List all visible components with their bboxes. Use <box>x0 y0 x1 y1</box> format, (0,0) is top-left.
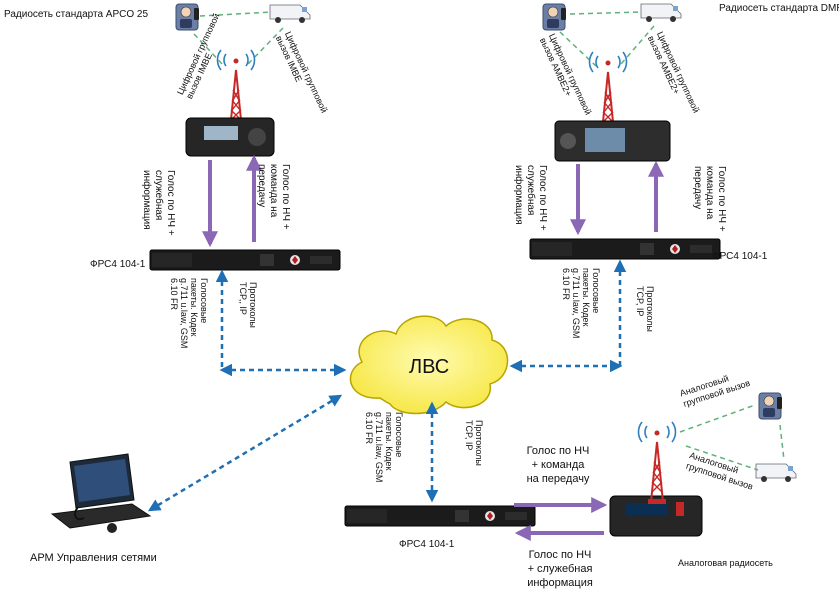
green-link <box>199 11 273 17</box>
dashed-link <box>147 394 343 512</box>
gateway-label-apco: ФРС4 104-1 <box>90 259 146 270</box>
apco-network <box>149 3 341 271</box>
laptop-icon <box>50 453 152 533</box>
gateway-icon <box>529 238 721 260</box>
analog-network-label: Аналоговая радиосеть <box>678 558 773 568</box>
dmr-network <box>529 3 721 260</box>
gateway-icon <box>344 505 536 527</box>
gateway-icon <box>149 249 341 271</box>
lan-label: ЛВС <box>409 356 450 378</box>
radio-device-icon <box>554 120 671 162</box>
radio-device-icon <box>185 117 275 157</box>
cloud-icon <box>349 315 509 415</box>
person-radio-icon <box>542 3 567 31</box>
apco-voice-down-label: Голос по НЧ + команда на передачу <box>256 164 291 230</box>
dmr-voice-down-label: Голос по НЧ + команда на передачу <box>692 166 727 232</box>
green-link <box>193 33 225 67</box>
gateway-label-dmr: ФРС4 104-1 <box>712 251 768 262</box>
van-icon <box>269 4 311 24</box>
person-radio-icon <box>758 392 783 420</box>
dmr-voice-up-label: Голос по НЧ + служебная информация <box>513 165 548 231</box>
person-radio-icon <box>175 3 200 31</box>
green-link <box>679 404 756 433</box>
radio-device-icon <box>609 495 703 537</box>
gateway-label-bottom: ФРС4 104-1 <box>399 539 455 550</box>
van-icon <box>640 3 682 23</box>
tower-icon <box>637 421 677 505</box>
lan-links <box>147 259 627 512</box>
green-link <box>569 11 642 15</box>
dmr-network-label: Радиосеть стандарта DMR <box>719 3 839 14</box>
green-link <box>685 445 759 471</box>
apco-network-label: Радиосеть стандарта APCO 25 <box>4 9 149 20</box>
arm-label: АРМ Управления сетями <box>30 552 157 564</box>
green-link <box>779 424 785 461</box>
apco-voice-up-label: Голос по НЧ + служебная информация <box>141 170 176 236</box>
